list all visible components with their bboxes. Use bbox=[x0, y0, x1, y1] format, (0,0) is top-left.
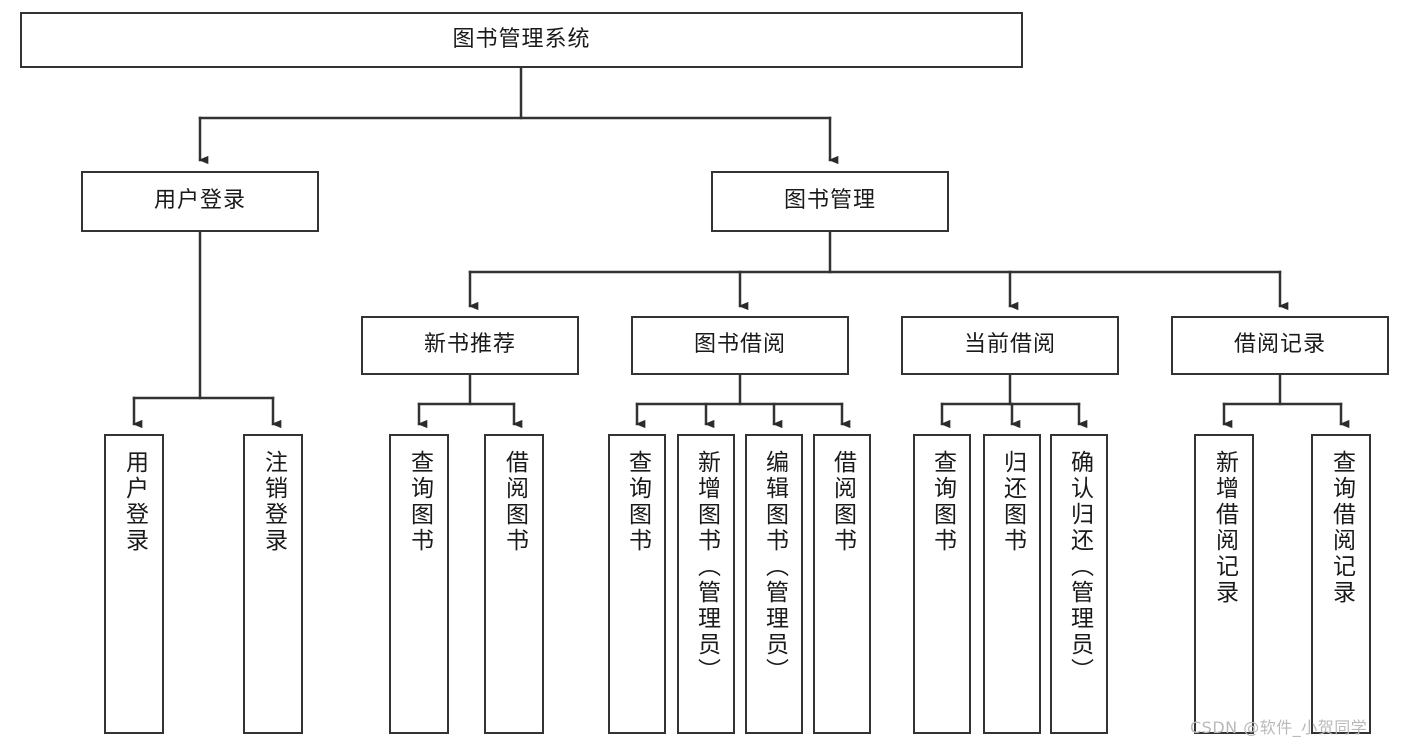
node-leaf-confirm-return-admin-label: 确认归还（管理员） bbox=[1066, 450, 1093, 684]
node-leaf-user-logout-label: 注销登录 bbox=[260, 450, 287, 554]
node-leaf-query-book-recommend[interactable]: 查询图书 bbox=[389, 434, 449, 734]
csdn-watermark: CSDN @软件_小贺同学 bbox=[1190, 718, 1368, 737]
node-leaf-add-borrow-record[interactable]: 新增借阅记录 bbox=[1194, 434, 1254, 734]
node-leaf-borrow-book[interactable]: 借阅图书 bbox=[813, 434, 871, 734]
node-user-login[interactable]: 用户登录 bbox=[81, 171, 319, 232]
node-leaf-query-borrow-record-label: 查询借阅记录 bbox=[1328, 450, 1355, 606]
node-leaf-return-book-label: 归还图书 bbox=[999, 450, 1026, 554]
node-leaf-borrow-book-label: 借阅图书 bbox=[829, 450, 856, 554]
node-leaf-user-login[interactable]: 用户登录 bbox=[104, 434, 164, 734]
node-leaf-add-book-admin[interactable]: 新增图书（管理员） bbox=[677, 434, 735, 734]
node-root-label: 图书管理系统 bbox=[452, 26, 591, 52]
node-current-borrow[interactable]: 当前借阅 bbox=[901, 316, 1119, 375]
node-new-book-recommend[interactable]: 新书推荐 bbox=[361, 316, 579, 375]
node-book-management[interactable]: 图书管理 bbox=[711, 171, 949, 232]
node-book-borrow-label: 图书借阅 bbox=[693, 332, 786, 358]
node-leaf-borrow-book-recommend-label: 借阅图书 bbox=[501, 450, 528, 554]
node-leaf-query-borrow-record[interactable]: 查询借阅记录 bbox=[1311, 434, 1371, 734]
node-leaf-borrow-book-recommend[interactable]: 借阅图书 bbox=[484, 434, 544, 734]
node-new-book-recommend-label: 新书推荐 bbox=[423, 332, 516, 358]
node-leaf-return-book[interactable]: 归还图书 bbox=[983, 434, 1041, 734]
node-leaf-query-book-current[interactable]: 查询图书 bbox=[913, 434, 971, 734]
node-leaf-query-book-current-label: 查询图书 bbox=[929, 450, 956, 554]
node-book-borrow[interactable]: 图书借阅 bbox=[631, 316, 849, 375]
node-leaf-query-book-recommend-label: 查询图书 bbox=[406, 450, 433, 554]
node-borrow-record-label: 借阅记录 bbox=[1233, 332, 1326, 358]
node-leaf-add-borrow-record-label: 新增借阅记录 bbox=[1211, 450, 1238, 606]
node-leaf-query-book-borrow-label: 查询图书 bbox=[624, 450, 651, 554]
node-root[interactable]: 图书管理系统 bbox=[20, 12, 1023, 68]
node-leaf-query-book-borrow[interactable]: 查询图书 bbox=[608, 434, 666, 734]
node-current-borrow-label: 当前借阅 bbox=[963, 332, 1056, 358]
node-leaf-add-book-admin-label: 新增图书（管理员） bbox=[693, 450, 720, 684]
node-book-management-label: 图书管理 bbox=[783, 188, 876, 214]
node-user-login-label: 用户登录 bbox=[153, 188, 246, 214]
node-leaf-user-login-label: 用户登录 bbox=[121, 450, 148, 554]
node-leaf-user-logout[interactable]: 注销登录 bbox=[243, 434, 303, 734]
node-leaf-edit-book-admin[interactable]: 编辑图书（管理员） bbox=[745, 434, 803, 734]
node-leaf-edit-book-admin-label: 编辑图书（管理员） bbox=[761, 450, 788, 684]
node-leaf-confirm-return-admin[interactable]: 确认归还（管理员） bbox=[1050, 434, 1108, 734]
node-borrow-record[interactable]: 借阅记录 bbox=[1171, 316, 1389, 375]
